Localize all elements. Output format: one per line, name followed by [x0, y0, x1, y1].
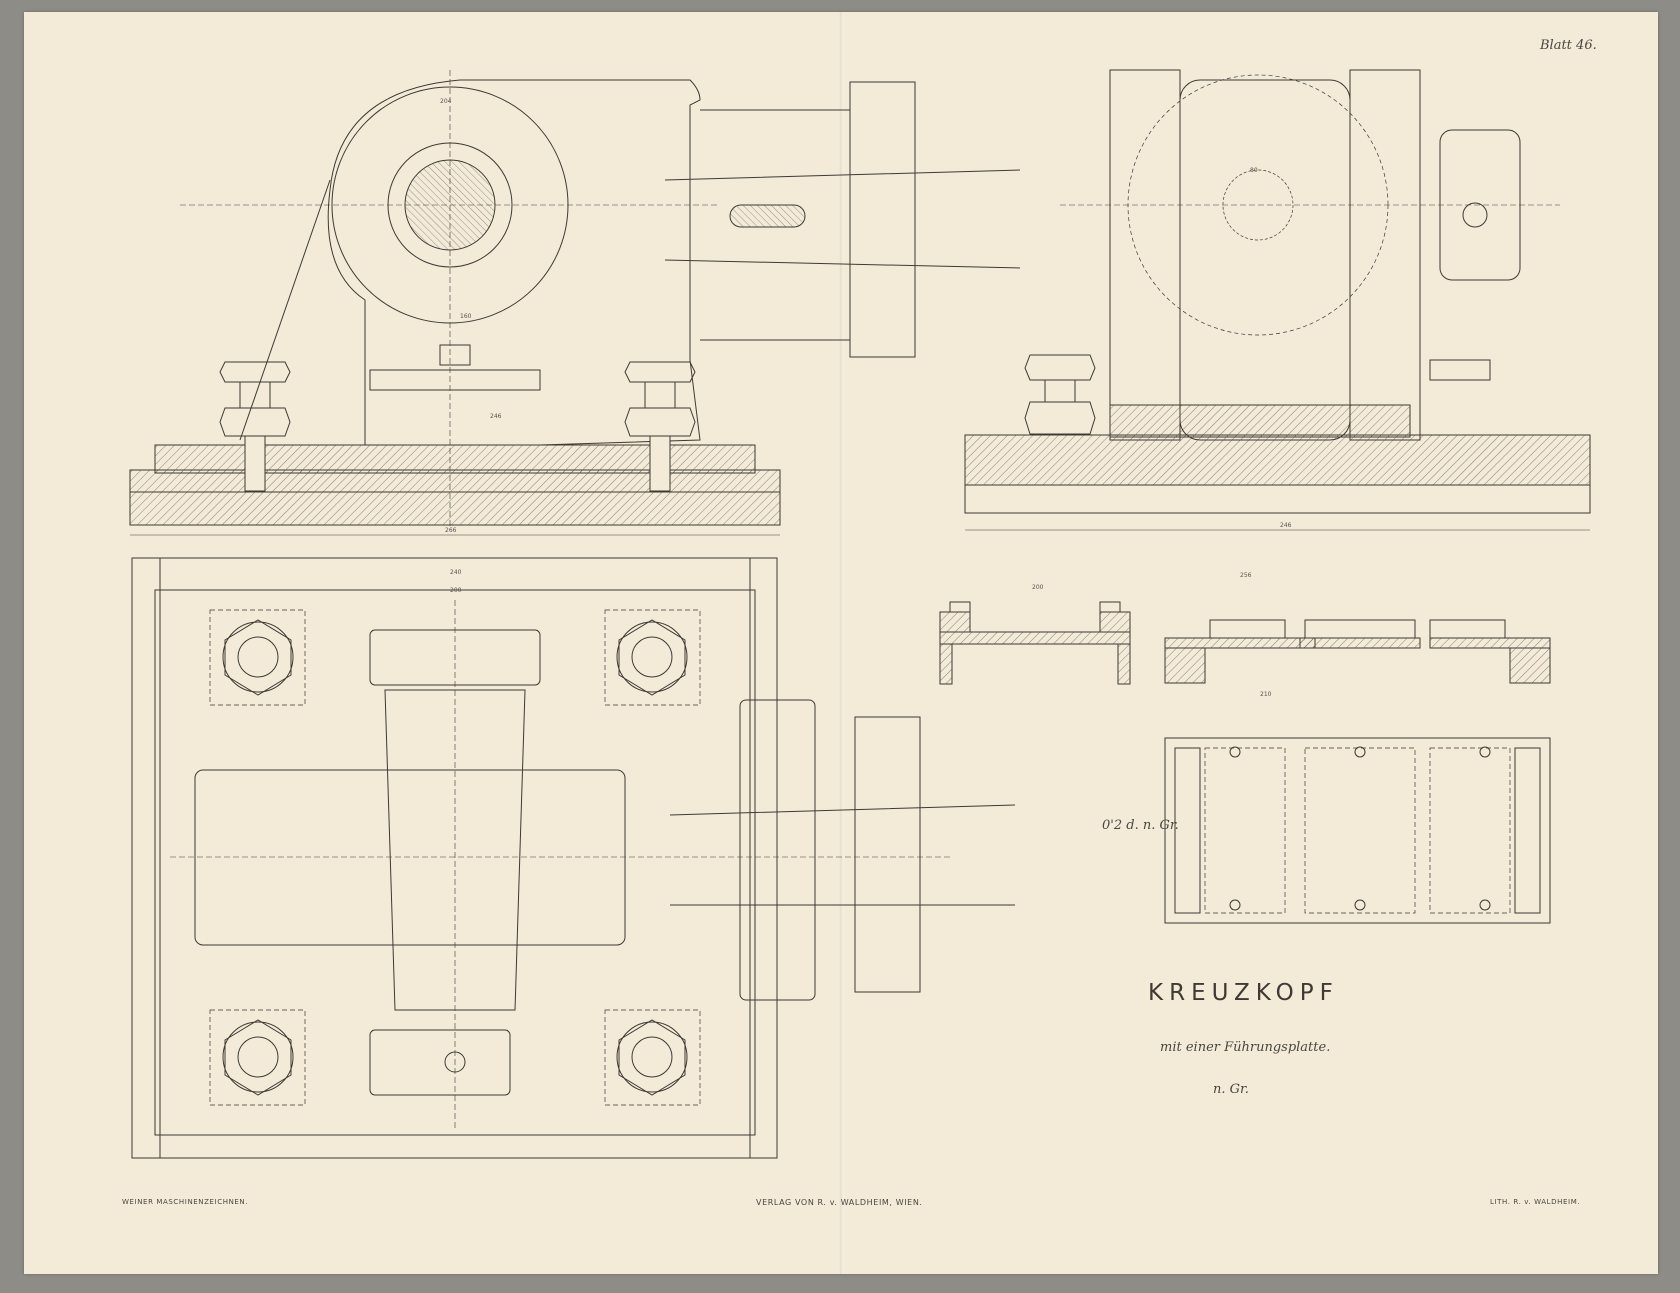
side-lower-plate	[964, 484, 1591, 514]
plan-crosshead-body	[194, 769, 626, 946]
side-body-left	[1109, 69, 1181, 441]
detail-section-triple	[1164, 619, 1551, 684]
footer-lithographer: LITH. R. v. WALDHEIM.	[1490, 1198, 1581, 1206]
plan-bolt-nw	[222, 619, 294, 696]
plan-cross-bar	[739, 699, 816, 1001]
dim-side-1: 80	[1250, 167, 1258, 174]
detail-plan	[1164, 737, 1551, 924]
dim-front-1: 204	[440, 98, 452, 105]
cotter-slot	[729, 204, 806, 228]
front-view	[129, 70, 1021, 536]
crosshead-body	[327, 79, 701, 446]
front-base-plate	[129, 469, 781, 526]
plan-bolt-se	[616, 1019, 688, 1096]
footer-publisher: VERLAG VON R. v. WALDHEIM, WIEN.	[756, 1198, 923, 1207]
dim-plan-1: 240	[450, 569, 462, 576]
dim-side-5: 246	[1280, 522, 1292, 529]
dim-front-3: 160	[460, 313, 472, 320]
plan-view	[131, 557, 1016, 1159]
drawing-title: KREUZKOPF	[1148, 980, 1339, 1006]
scale-main-label: n. Gr.	[1213, 1082, 1249, 1097]
plan-bolt-sw	[222, 1019, 294, 1096]
plan-nut	[369, 1029, 511, 1096]
dim-detail-1: 200	[1032, 584, 1044, 591]
plan-pin	[384, 689, 526, 1011]
plan-outer-frame	[131, 557, 778, 1159]
scale-detail-label: 0'2 d. n. Gr.	[1102, 818, 1179, 833]
plate-number: Blatt 46.	[1540, 38, 1597, 53]
side-body-center	[1179, 79, 1351, 441]
plan-rod-flange	[854, 716, 921, 993]
rod-flange	[849, 81, 916, 358]
dim-detail-5: 256	[1240, 572, 1252, 579]
dim-detail-9: 210	[1260, 691, 1272, 698]
dimension-labels: 204 160 246 266 80 246 240 200 200 256 2…	[440, 98, 1292, 698]
detail-section-single	[939, 601, 1131, 685]
dim-front-5: 246	[490, 413, 502, 420]
oil-cup	[439, 344, 471, 366]
paper-fold	[839, 12, 845, 1274]
bolt-right	[624, 361, 696, 492]
dim-plan-2: 200	[450, 587, 462, 594]
piston-rod	[664, 169, 1021, 269]
drawing-subtitle: mit einer Führungsplatte.	[1160, 1040, 1331, 1055]
side-base-plate	[964, 434, 1591, 486]
dim-front-7: 266	[445, 527, 457, 534]
slide-shoe	[369, 369, 541, 391]
side-view	[964, 69, 1591, 531]
plan-bolt-ne	[616, 619, 688, 696]
plan-piston-rod	[669, 804, 1016, 906]
footer-book-title: WEINER MASCHINENZEICHNEN.	[122, 1198, 249, 1206]
side-guide-clip	[1429, 359, 1491, 381]
bolt-left	[219, 361, 291, 492]
